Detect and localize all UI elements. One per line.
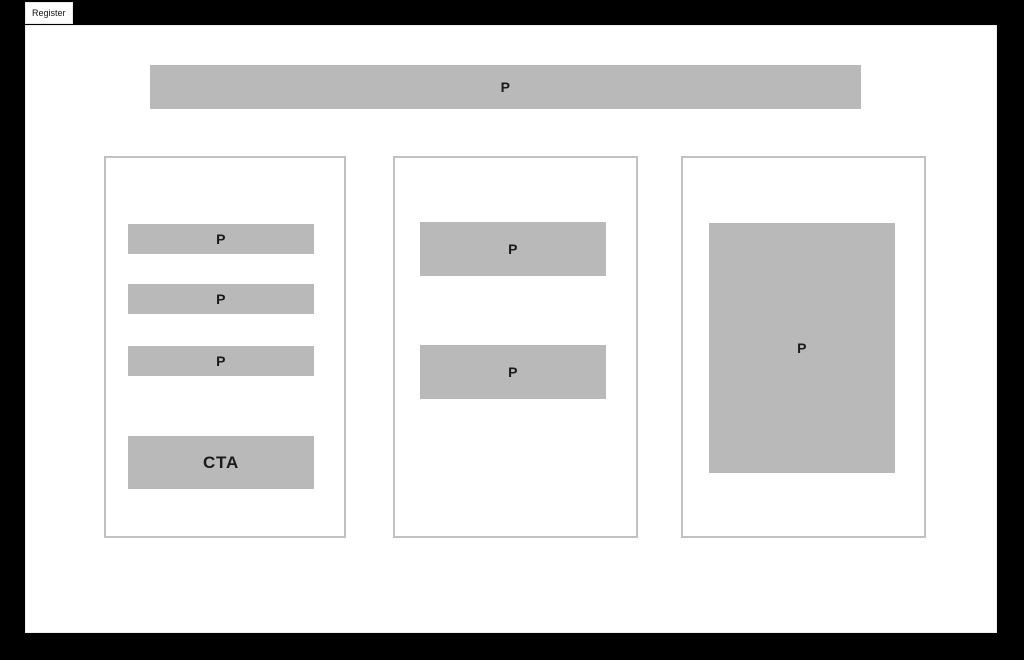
- placeholder-label: P: [216, 231, 226, 247]
- cta-button-block[interactable]: CTA: [128, 436, 314, 489]
- image-placeholder-block: P: [709, 223, 895, 473]
- placeholder-label: P: [216, 353, 226, 369]
- text-placeholder-block: P: [128, 224, 314, 254]
- hero-placeholder-block: P: [150, 65, 861, 109]
- placeholder-label: P: [508, 364, 518, 380]
- placeholder-label: P: [797, 340, 807, 356]
- placeholder-label: P: [508, 241, 518, 257]
- text-placeholder-block: P: [128, 346, 314, 376]
- text-placeholder-block: P: [420, 222, 606, 276]
- text-placeholder-block: P: [128, 284, 314, 314]
- text-placeholder-block: P: [420, 345, 606, 399]
- hero-placeholder-label: P: [500, 79, 511, 95]
- card-right: P: [681, 156, 926, 538]
- card-middle: P P: [393, 156, 638, 538]
- wireframe-canvas: P P P P CTA P P P: [25, 25, 997, 633]
- placeholder-label: P: [216, 291, 226, 307]
- card-left: P P P CTA: [104, 156, 346, 538]
- cta-label: CTA: [202, 452, 240, 472]
- register-button[interactable]: Register: [25, 2, 73, 24]
